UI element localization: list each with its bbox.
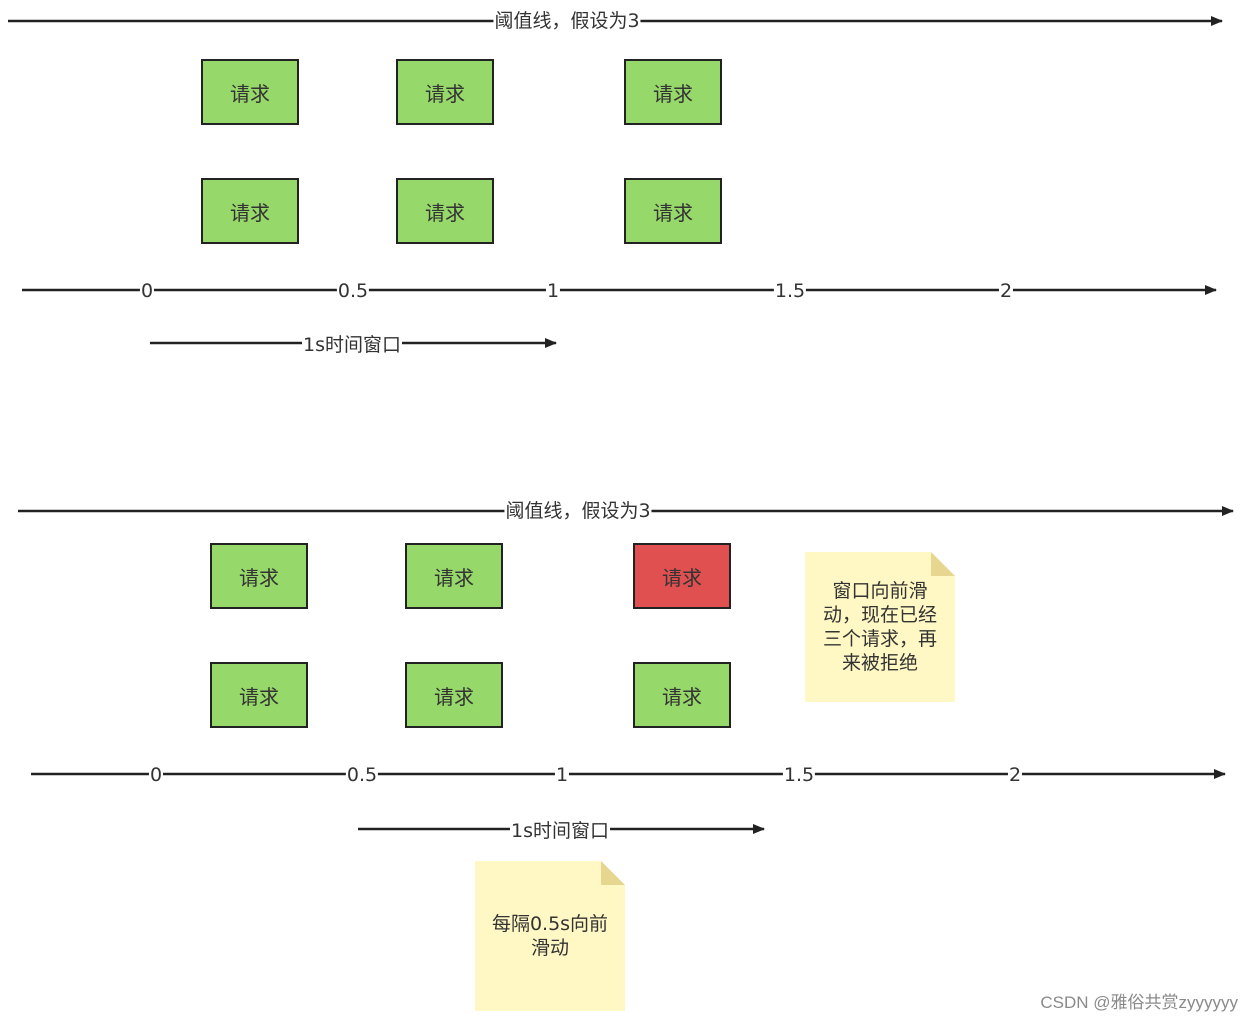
window-label-bottom: 1s时间窗口 xyxy=(510,820,610,842)
watermark: CSDN @雅俗共赏zyyyyyy xyxy=(1040,993,1238,1012)
request-box: 请求 xyxy=(201,59,299,125)
axis-tick-label: 1.5 xyxy=(782,764,816,786)
axis-tick-label: 1 xyxy=(554,764,570,786)
threshold-label-bottom: 阈值线，假设为3 xyxy=(504,500,652,522)
axis-tick-label: 2 xyxy=(998,280,1014,302)
threshold-label-top: 阈值线，假设为3 xyxy=(493,10,641,32)
request-box: 请求 xyxy=(633,662,731,728)
axis-tick-label: 2 xyxy=(1007,764,1023,786)
request-box: 请求 xyxy=(210,543,308,609)
request-box: 请求 xyxy=(624,178,722,244)
request-box: 请求 xyxy=(405,543,503,609)
request-box: 请求 xyxy=(201,178,299,244)
axis-tick-label: 0 xyxy=(148,764,164,786)
axis-tick-label: 0.5 xyxy=(345,764,379,786)
request-box: 请求 xyxy=(396,178,494,244)
axis-tick-label: 1.5 xyxy=(773,280,807,302)
note-slide: 每隔0.5s向前滑动 xyxy=(475,861,625,1011)
window-label-top: 1s时间窗口 xyxy=(302,334,402,356)
request-box: 请求 xyxy=(396,59,494,125)
request-box: 请求 xyxy=(405,662,503,728)
axis-tick-label: 0.5 xyxy=(336,280,370,302)
axis-tick-label: 1 xyxy=(545,280,561,302)
rejected-request-box: 请求 xyxy=(633,543,731,609)
note-reject: 窗口向前滑动，现在已经三个请求，再来被拒绝 xyxy=(805,552,955,702)
request-box: 请求 xyxy=(210,662,308,728)
axis-tick-label: 0 xyxy=(139,280,155,302)
request-box: 请求 xyxy=(624,59,722,125)
